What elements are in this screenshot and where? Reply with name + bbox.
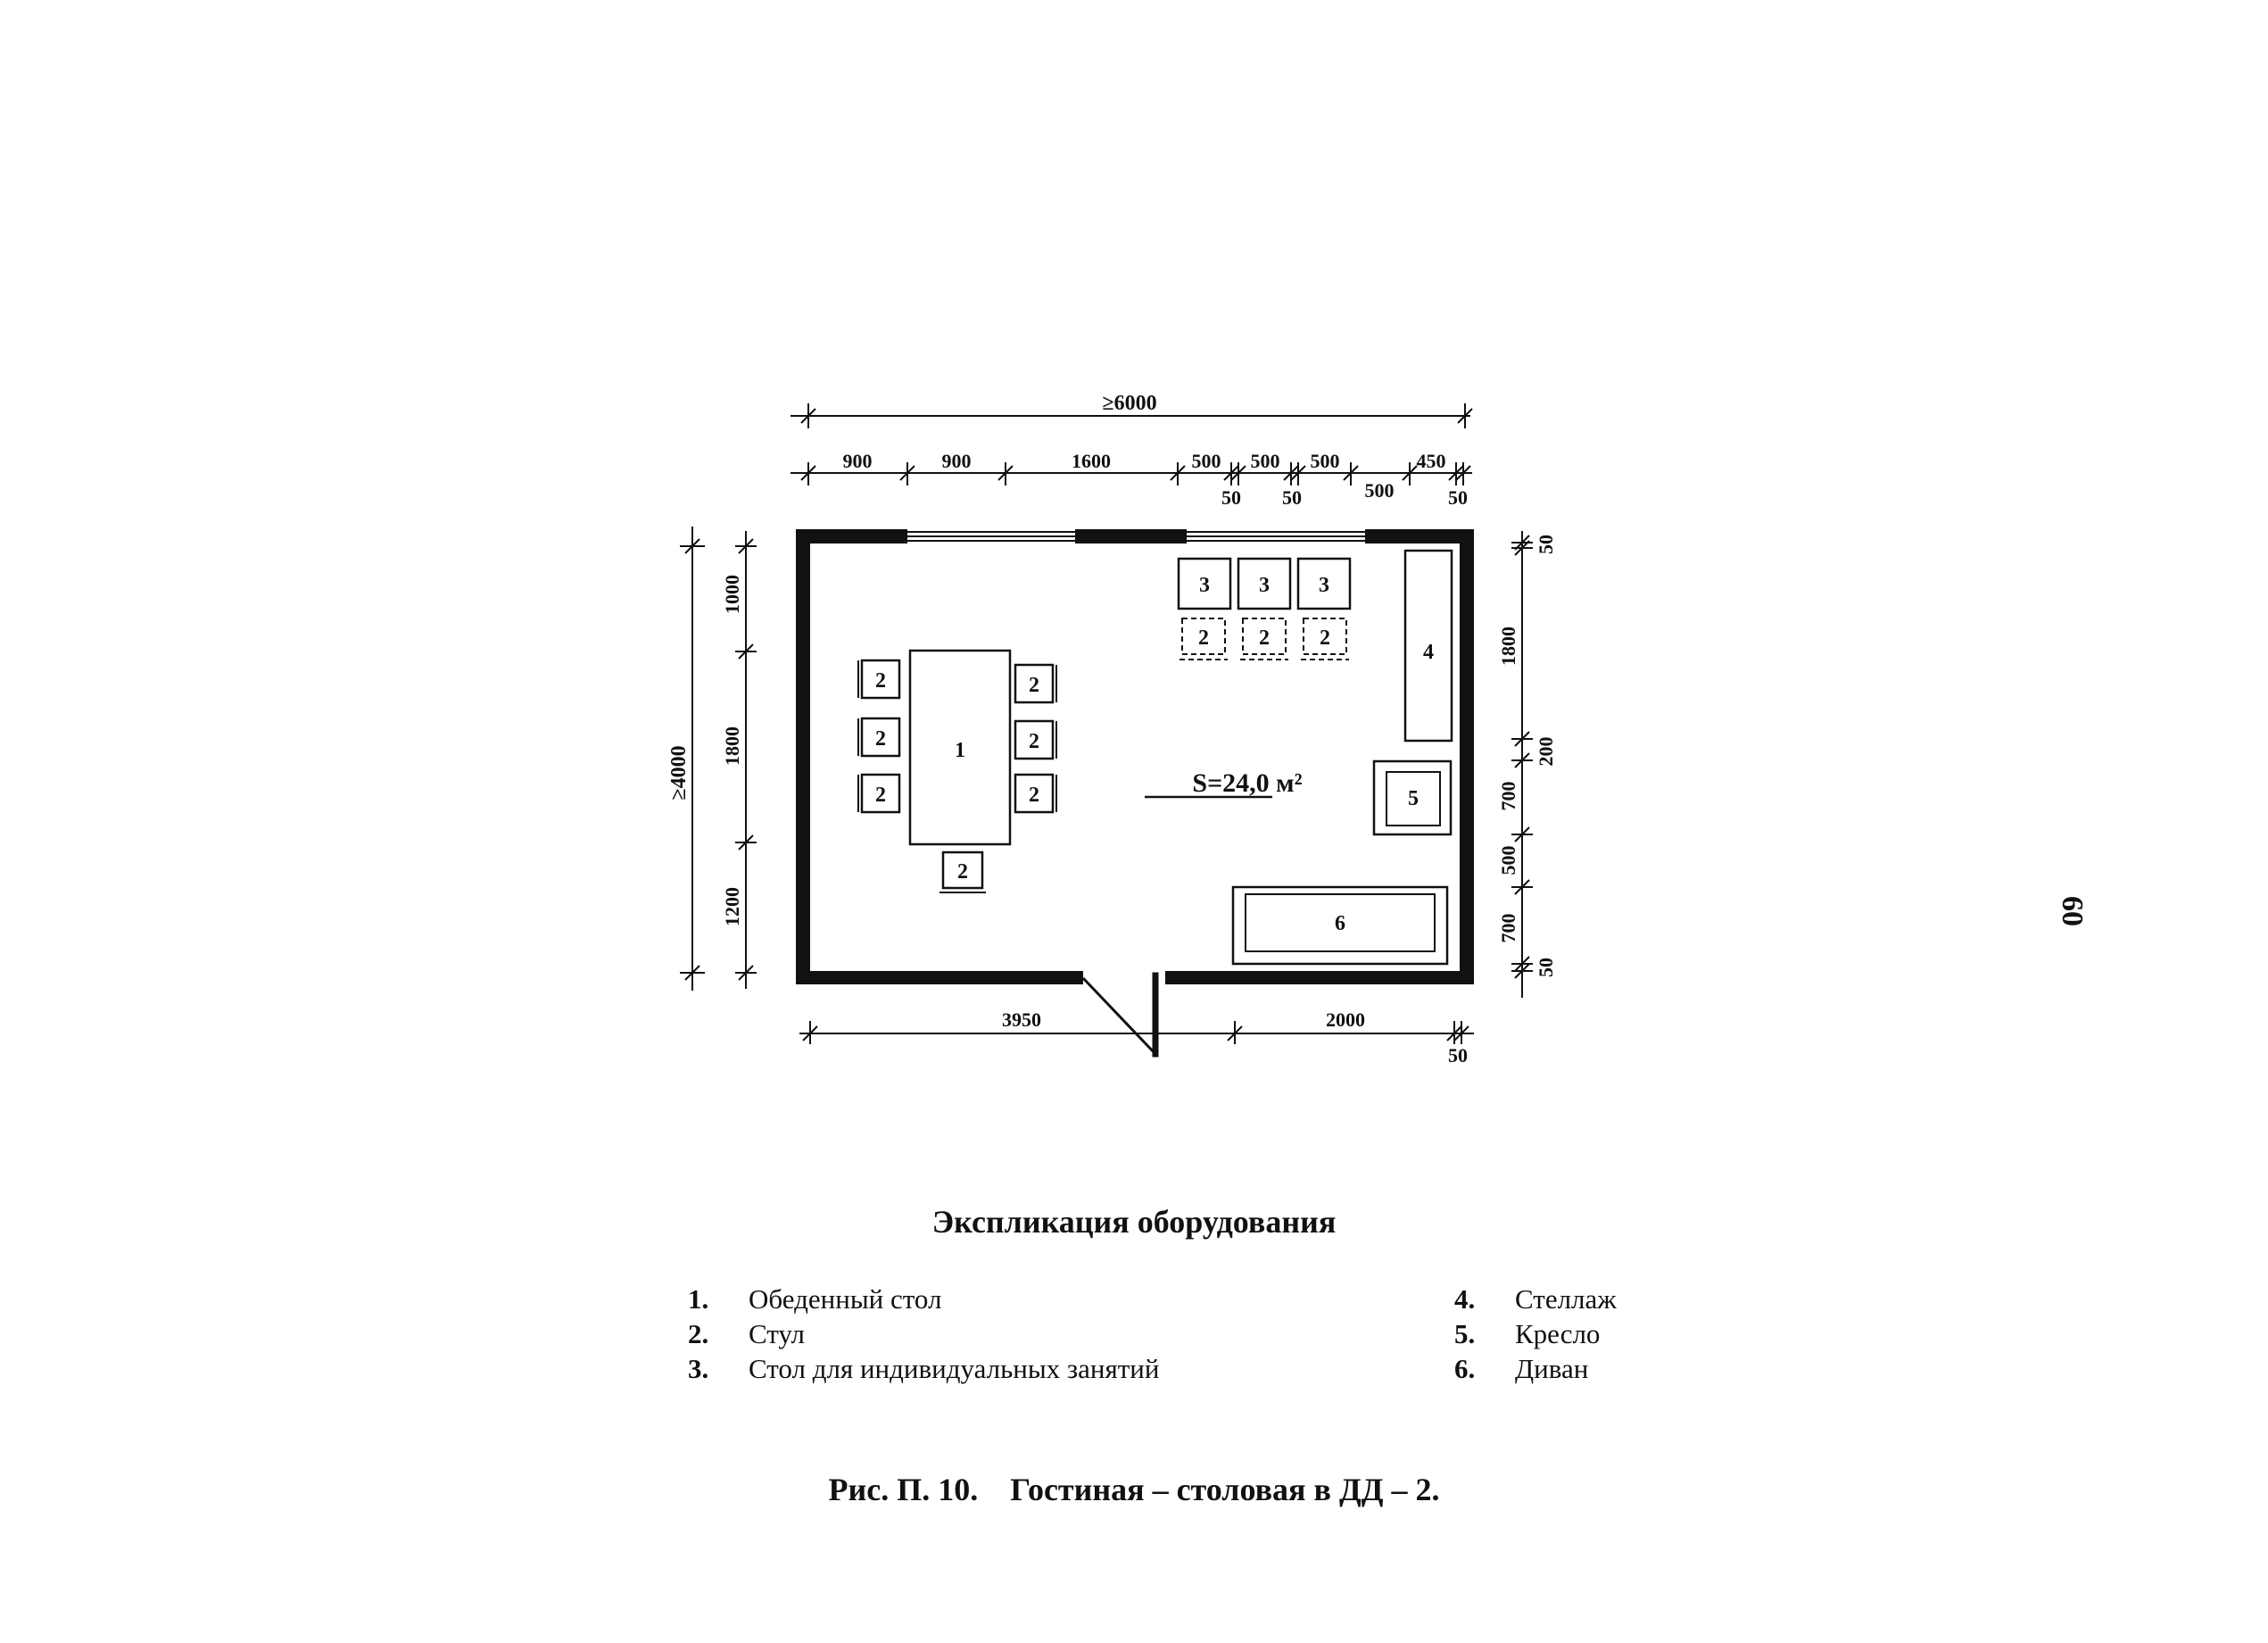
sofa: 6	[1231, 885, 1449, 966]
svg-text:2: 2	[1029, 674, 1039, 697]
dim-left-segment: 1800	[721, 726, 743, 766]
chair: 2	[857, 773, 901, 814]
svg-text:2: 2	[875, 669, 886, 693]
legend-title: Экспликация оборудования	[931, 1204, 1337, 1240]
chair-dashed: 2	[1180, 618, 1228, 660]
svg-text:2: 2	[1029, 784, 1039, 807]
svg-text:S=24,0 м²: S=24,0 м²	[1192, 768, 1302, 798]
legend-item-label: Стол для индивидуальных занятий	[749, 1353, 1160, 1384]
study-table: 3	[1296, 557, 1352, 610]
dim-right-segment: 50	[1535, 535, 1557, 554]
chair: 2	[1014, 719, 1057, 760]
armchair: 5	[1372, 759, 1453, 836]
figure-caption: Рис. П. 10. Гостиная – столовая в ДД – 2…	[828, 1472, 1440, 1507]
svg-text:6: 6	[1335, 912, 1345, 935]
dim-top-segment: 500	[1311, 450, 1340, 472]
dim-top-segment: 900	[942, 450, 972, 472]
dim-right-segment: 200	[1535, 737, 1557, 767]
legend-list-right: 4. Стеллаж 5. Кресло 6. Диван	[1454, 1282, 1617, 1386]
svg-text:2: 2	[1259, 626, 1270, 650]
svg-text:2: 2	[1320, 626, 1330, 650]
dim-right-segment: 50	[1535, 958, 1557, 977]
svg-text:2: 2	[1029, 730, 1039, 753]
dimension-ticks	[684, 408, 1530, 1041]
svg-text:5: 5	[1408, 787, 1419, 810]
svg-text:3: 3	[1319, 574, 1329, 597]
chair-dashed: 2	[1301, 618, 1349, 660]
legend-item-number: 3.	[688, 1353, 709, 1384]
svg-text:2: 2	[1198, 626, 1209, 650]
svg-text:3: 3	[1259, 574, 1270, 597]
dim-left-segment: 1200	[721, 887, 743, 926]
chair: 2	[857, 717, 901, 758]
dim-left-segment: 1000	[721, 575, 743, 614]
legend-item-label: Обеденный стол	[749, 1283, 942, 1315]
chair: 2	[939, 851, 986, 893]
legend-item: 1. Обеденный стол	[688, 1282, 1160, 1316]
chair: 2	[1014, 773, 1057, 814]
dim-top-segment: 900	[843, 450, 873, 472]
dim-right-segment: 700	[1497, 782, 1519, 811]
svg-text:4: 4	[1423, 641, 1434, 664]
dim-top-small: 50	[1448, 486, 1468, 509]
legend-item: 4. Стеллаж	[1454, 1282, 1617, 1316]
dim-top-segment: 500	[1251, 450, 1280, 472]
study-table: 3	[1237, 557, 1292, 610]
shelf: 4	[1403, 549, 1453, 743]
dim-overall-width: ≥6000	[1102, 392, 1156, 415]
legend-list-left: 1. Обеденный стол 2. Стул 3. Стол для индив…	[688, 1282, 1160, 1386]
legend-item-label: Кресло	[1515, 1318, 1601, 1349]
dim-bottom-small: 50	[1448, 1044, 1468, 1066]
svg-text:1: 1	[955, 739, 965, 762]
svg-text:2: 2	[875, 784, 886, 807]
legend-item-label: Стеллаж	[1515, 1283, 1617, 1315]
dim-right-segment: 1800	[1497, 626, 1519, 666]
dim-overall-height: ≥4000	[667, 745, 691, 800]
dim-top-segment: 500	[1192, 450, 1221, 472]
legend-item: 3. Стол для индивидуальных занятий	[688, 1351, 1160, 1386]
chair: 2	[857, 659, 901, 700]
room-walls	[796, 529, 1474, 984]
dim-right-segment: 700	[1497, 914, 1519, 943]
study-table: 3	[1177, 557, 1232, 610]
dim-top-small: 50	[1221, 486, 1241, 509]
svg-text:3: 3	[1199, 574, 1210, 597]
legend-item: 6. Диван	[1454, 1351, 1617, 1386]
legend-item-number: 1.	[688, 1283, 709, 1315]
legend-item-label: Стул	[749, 1318, 806, 1349]
dim-bottom-segment: 2000	[1326, 1008, 1365, 1031]
dim-top-small: 50	[1282, 486, 1302, 509]
legend-item-label: Диван	[1515, 1353, 1589, 1384]
dim-bottom-segment: 3950	[1002, 1008, 1041, 1031]
chair-dashed: 2	[1240, 618, 1288, 660]
windows	[907, 531, 1365, 542]
dim-top-segment: 450	[1417, 450, 1446, 472]
chair: 2	[1014, 663, 1057, 704]
dim-top-small: 500	[1365, 479, 1395, 502]
legend-item: 5. Кресло	[1454, 1316, 1617, 1351]
legend-item: 2. Стул	[688, 1316, 1160, 1351]
dim-right-segment: 500	[1497, 846, 1519, 875]
svg-text:2: 2	[875, 727, 886, 751]
dim-top-segment: 1600	[1072, 450, 1111, 472]
dining-table: 1	[908, 649, 1012, 846]
legend-item-number: 6.	[1454, 1353, 1476, 1384]
page-number: 60	[2056, 896, 2089, 926]
area-label: S=24,0 м²	[1145, 768, 1303, 799]
legend-item-number: 2.	[688, 1318, 709, 1349]
legend-item-number: 5.	[1454, 1318, 1476, 1349]
door	[1081, 972, 1159, 1058]
svg-text:2: 2	[957, 860, 968, 884]
legend-item-number: 4.	[1454, 1283, 1476, 1315]
